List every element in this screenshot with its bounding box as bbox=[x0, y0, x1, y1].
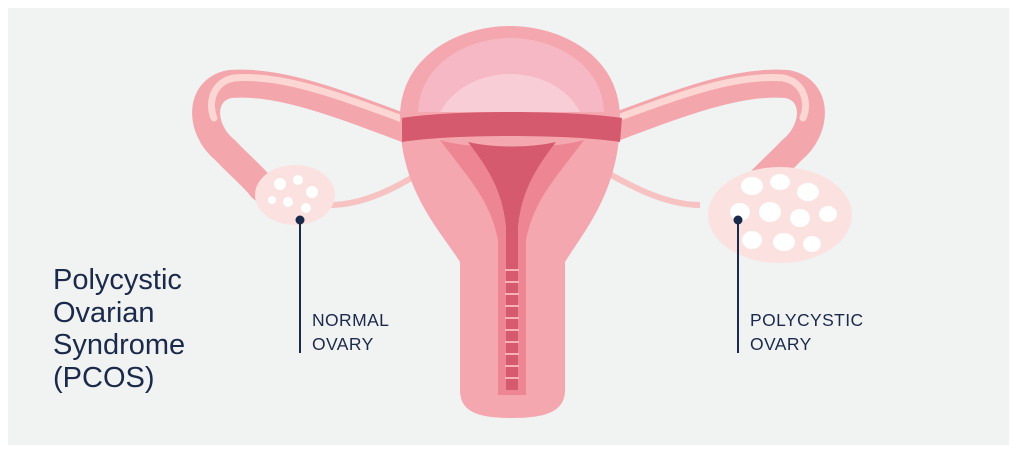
diagram-title: Polycystic Ovarian Syndrome (PCOS) bbox=[53, 264, 185, 394]
normal-ovary bbox=[255, 165, 335, 225]
polycystic-ovary bbox=[708, 167, 852, 263]
normal-ovary-pointer bbox=[296, 216, 305, 354]
polycystic-ovary-label: POLYCYSTIC OVARY bbox=[750, 308, 864, 356]
uterus-body bbox=[400, 26, 622, 418]
normal-ovary-label: NORMAL OVARY bbox=[312, 308, 389, 356]
